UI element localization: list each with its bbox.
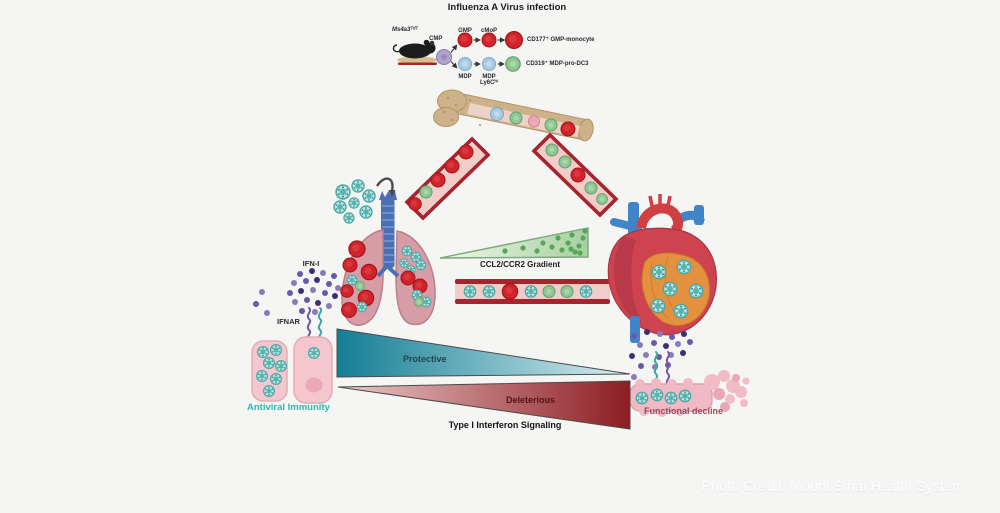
gmp-monocyte-cell bbox=[505, 31, 524, 50]
deleterious-triangle bbox=[337, 380, 631, 430]
arrow-cmp-gmp bbox=[450, 44, 458, 53]
progenitor-pathway bbox=[436, 31, 524, 72]
mdp-dc3-cell bbox=[505, 56, 521, 72]
dying-cell-icon bbox=[704, 370, 750, 412]
ifnar-label: IFNAR bbox=[277, 317, 300, 326]
left-vessel-icon bbox=[404, 136, 491, 221]
cmop-label: cMoP bbox=[480, 28, 498, 34]
mdp-ly6c-label: MDP Ly6Cʰⁱ bbox=[480, 74, 498, 87]
virus-cluster-icon bbox=[333, 179, 376, 224]
cmop-cell bbox=[481, 32, 497, 48]
ccl2-gradient-triangle bbox=[439, 227, 589, 259]
bone-marrow-icon bbox=[433, 89, 594, 142]
antiviral-immunity-caption: Antiviral Immunity bbox=[247, 402, 330, 413]
mdp-ly6c-cell bbox=[482, 57, 496, 71]
gmp-monocyte-label: CD177⁺ GMP-monocyte bbox=[527, 37, 595, 43]
mdp-dc3-label: CD319⁺ MDP-pro-DC3 bbox=[526, 61, 589, 67]
mdp-cell bbox=[458, 57, 472, 71]
protective-label: Protective bbox=[403, 354, 447, 364]
gmp-label: GMP bbox=[458, 28, 472, 34]
inhalation-arrow-icon bbox=[375, 177, 396, 198]
functional-decline-caption: Functional decline bbox=[644, 406, 724, 416]
trachea-icon bbox=[379, 191, 397, 268]
mouse-icon bbox=[392, 39, 437, 65]
gmp-cell bbox=[457, 32, 473, 48]
heart-icon bbox=[607, 194, 717, 343]
deleterious-label: Deleterious bbox=[506, 395, 556, 405]
lungs-icon bbox=[340, 191, 436, 326]
type1-ifn-axis-label: Type I Interferon Signaling bbox=[448, 420, 562, 430]
cardiomyocyte-icon bbox=[629, 378, 713, 417]
ifn-dots-icon bbox=[253, 268, 341, 316]
epithelial-cell-protected bbox=[293, 336, 333, 404]
blood-vessel-horizontal-icon bbox=[455, 279, 610, 304]
mouse-label: Ms4a3ᵀᵈᵀ bbox=[392, 27, 418, 33]
right-vessel-icon bbox=[531, 132, 619, 218]
photo-credit: Photo Credit: Mount Sinai Health System bbox=[701, 478, 964, 494]
arrow-cmp-mdp bbox=[450, 61, 458, 69]
mdp-label: MDP bbox=[458, 74, 472, 80]
ccl2-gradient-label: CCL2/CCR2 Gradient bbox=[479, 260, 561, 269]
ifn-label: IFN-I bbox=[302, 259, 320, 268]
cmp-label: CMP bbox=[429, 36, 443, 42]
epithelial-cell-infected bbox=[251, 340, 288, 402]
figure-title: Influenza A Virus infection bbox=[447, 2, 567, 13]
cmp-cell bbox=[436, 49, 452, 65]
protective-triangle bbox=[336, 328, 631, 378]
